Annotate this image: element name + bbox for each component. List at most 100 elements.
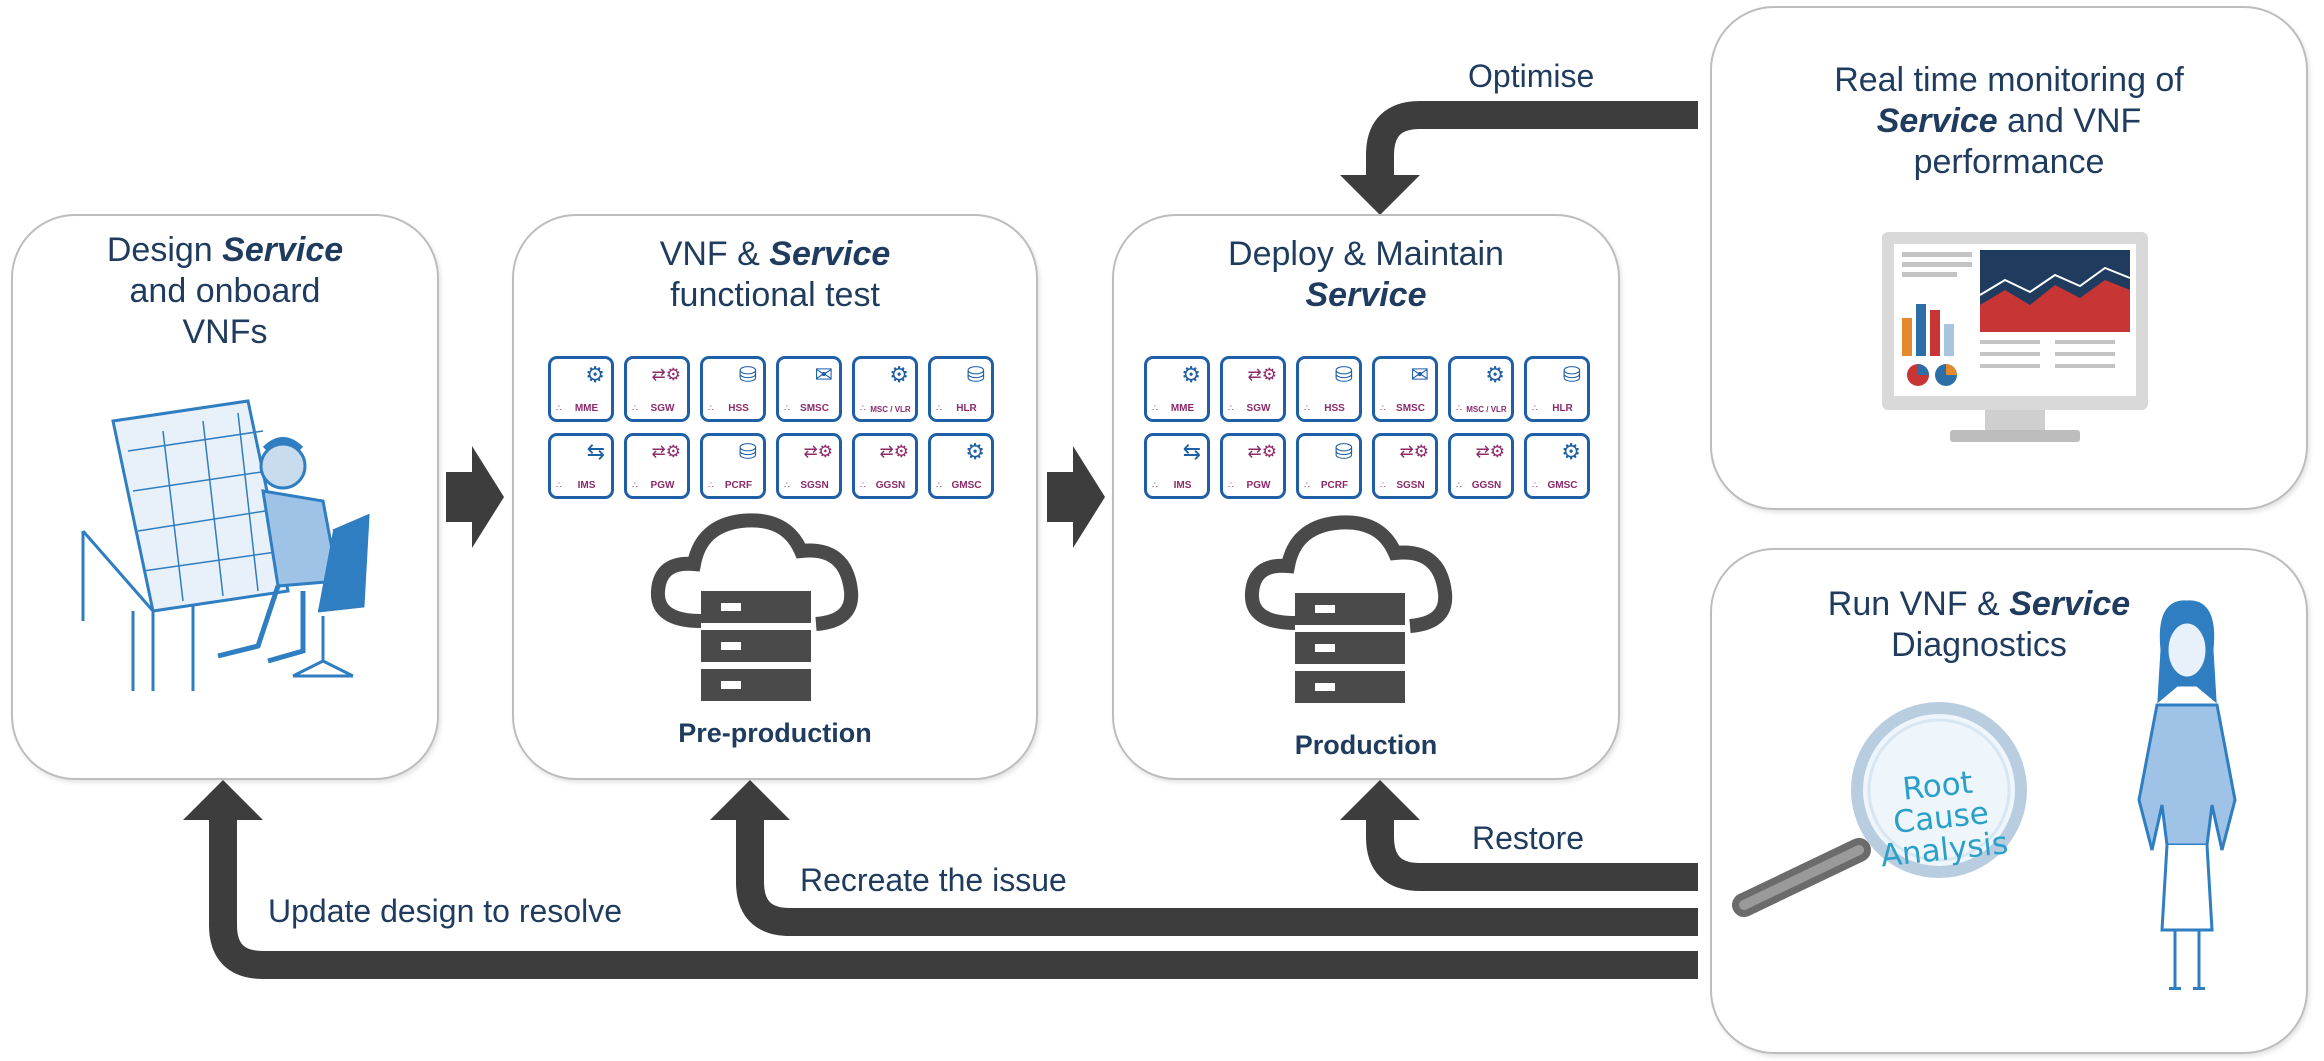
gear-icon: ⚙ — [1485, 362, 1505, 387]
vnf-tile: ⇄⚙ ∴ GGSN — [852, 433, 918, 499]
vnf-tile: ⇆ ∴ IMS — [548, 433, 614, 499]
vnf-tile: ⚙ ∴ MME — [548, 356, 614, 422]
cluster-dots-icon: ∴ — [1456, 403, 1462, 413]
design-title: Design Service and onboard VNFs — [106, 231, 344, 351]
vnf-tile-label: SGSN — [800, 480, 829, 491]
cluster-dots-icon: ∴ — [784, 480, 790, 490]
vnf-tile: ⚙ ∴ GMSC — [928, 433, 994, 499]
vnf-tile: ⛁∴PCRF — [1296, 433, 1362, 499]
vnf-tile: ✉ ∴ SMSC — [1372, 356, 1438, 422]
monitoring-title: Real time monitoring of Service and VNF … — [1834, 61, 2184, 181]
cluster-dots-icon: ∴ — [936, 403, 942, 413]
gear-icon: ⚙ — [965, 439, 985, 464]
vnf-tile-label: GMSC — [951, 480, 982, 491]
arrows-gear-icon: ⇄⚙ — [651, 365, 681, 384]
arrows-gear-icon: ⇄⚙ — [1399, 442, 1429, 461]
envelope-icon: ✉ — [814, 362, 833, 387]
cluster-dots-icon: ∴ — [1304, 480, 1310, 490]
vnf-tile: ⛁ ∴ HSS — [700, 356, 766, 422]
arrows-gear-icon: ⇄⚙ — [1475, 442, 1505, 461]
vnf-tile: ✉∴SMSC — [776, 356, 842, 422]
arrows-gear-icon: ⇄⚙ — [651, 442, 681, 461]
test-to-prod-arrow — [1047, 446, 1105, 548]
diagnostics-title: Run VNF & Service Diagnostics — [1827, 585, 2131, 664]
cloud-server-icon — [1244, 515, 1453, 703]
arrows-gear-icon: ⇄⚙ — [803, 442, 833, 461]
vnf-tile-label: SGSN — [1396, 480, 1425, 491]
restore-arrowhead — [1340, 780, 1420, 820]
vnf-tile: ⇄⚙∴PGW — [624, 433, 690, 499]
cluster-dots-icon: ∴ — [1152, 403, 1158, 413]
cluster-dots-icon: ∴ — [784, 403, 790, 413]
vnf-tile: ⚙ ∴ MSC / VLR — [852, 356, 918, 422]
production-panel: Deploy & Maintain Service ⚙∴MME⇄⚙∴SGW⛁∴H… — [1112, 214, 1620, 780]
diagnostics-panel: Run VNF & Service Diagnostics Root Cause… — [1710, 548, 2308, 1054]
database-icon: ⛁ — [1334, 362, 1353, 387]
magnifier-text: Root Cause Analysis — [1878, 764, 2010, 875]
database-sync-icon: ⛁ — [1334, 439, 1353, 464]
designer-at-drafting-table-illustration — [81, 399, 370, 691]
cluster-dots-icon: ∴ — [860, 480, 866, 490]
cluster-dots-icon: ∴ — [860, 403, 866, 413]
production-title: Deploy & Maintain Service — [1228, 235, 1504, 314]
update-design-arrow — [209, 820, 1698, 979]
cluster-dots-icon: ∴ — [556, 480, 562, 490]
vnf-tile-label: HSS — [728, 403, 749, 414]
database-icon: ⛁ — [1562, 362, 1581, 387]
gear-icon: ⚙ — [889, 362, 909, 387]
cluster-dots-icon: ∴ — [1380, 480, 1386, 490]
cluster-dots-icon: ∴ — [632, 403, 638, 413]
update-design-label: Update design to resolve — [268, 893, 622, 929]
vnf-tile-label: IMS — [577, 480, 596, 491]
shuffle-icon: ⇆ — [586, 439, 605, 464]
vnf-tile-label: HLR — [1552, 403, 1573, 414]
cluster-dots-icon: ∴ — [1228, 480, 1234, 490]
vnf-tile-label: SMSC — [1396, 403, 1425, 414]
database-icon: ⛁ — [966, 362, 985, 387]
vnf-tile-label: PGW — [1246, 480, 1271, 491]
gear-icon: ⚙ — [585, 362, 605, 387]
vnf-tile: ⇆∴IMS — [1144, 433, 1210, 499]
vnf-tile: ⛁∴HSS — [1296, 356, 1362, 422]
monitoring-panel: Real time monitoring of Service and VNF … — [1710, 6, 2308, 510]
vnf-tile-label: GGSN — [875, 480, 906, 491]
cluster-dots-icon: ∴ — [708, 480, 714, 490]
cluster-dots-icon: ∴ — [708, 403, 714, 413]
vnf-tile: ⇄⚙ ∴ SGSN — [1372, 433, 1438, 499]
recreate-issue-arrowhead — [710, 780, 790, 820]
vnf-tile: ⛁∴HLR — [1524, 356, 1590, 422]
envelope-icon: ✉ — [1410, 362, 1429, 387]
analyst-person-illustration — [2137, 600, 2237, 990]
monitor-dashboard-icon — [1882, 232, 2148, 442]
database-sync-icon: ⛁ — [738, 439, 757, 464]
vnf-tile-label: GMSC — [1547, 480, 1578, 491]
production-vnf-grid: ⚙∴MME⇄⚙∴SGW⛁∴HSS✉∴SMSC⚙∴MSC / VLR⛁∴HLR⇆∴… — [1144, 356, 1590, 499]
arrows-gear-icon: ⇄⚙ — [1247, 442, 1277, 461]
vnf-tile-label: PGW — [650, 480, 675, 491]
vnf-tile-label: MME — [1170, 403, 1195, 414]
vnf-tile-label: MSC / VLR — [870, 405, 911, 414]
vnf-tile: ⇄⚙ ∴ SGSN — [776, 433, 842, 499]
vnf-tile: ⇄⚙∴GGSN — [1448, 433, 1514, 499]
vnf-tile-label: MME — [574, 403, 599, 414]
database-icon: ⛁ — [738, 362, 757, 387]
production-label: Production — [1294, 730, 1438, 760]
cluster-dots-icon: ∴ — [1380, 403, 1386, 413]
optimise-arrowhead — [1340, 175, 1420, 215]
arrows-gear-icon: ⇄⚙ — [879, 442, 909, 461]
vnf-tile: ⇄⚙∴SGW — [1220, 356, 1286, 422]
vnf-tile: ⛁∴PCRF — [700, 433, 766, 499]
cluster-dots-icon: ∴ — [936, 480, 942, 490]
optimise-label: Optimise — [1468, 58, 1595, 94]
restore-arrow — [1366, 820, 1698, 891]
design-to-test-arrow — [446, 446, 504, 548]
cluster-dots-icon: ∴ — [1152, 480, 1158, 490]
gear-icon: ⚙ — [1181, 362, 1201, 387]
vnf-tile-label: IMS — [1173, 480, 1192, 491]
cluster-dots-icon: ∴ — [556, 403, 562, 413]
vnf-tile-label: SGW — [1246, 403, 1271, 414]
vnf-tile-label: SGW — [650, 403, 675, 414]
vnf-tile: ⚙ ∴ MME — [1144, 356, 1210, 422]
